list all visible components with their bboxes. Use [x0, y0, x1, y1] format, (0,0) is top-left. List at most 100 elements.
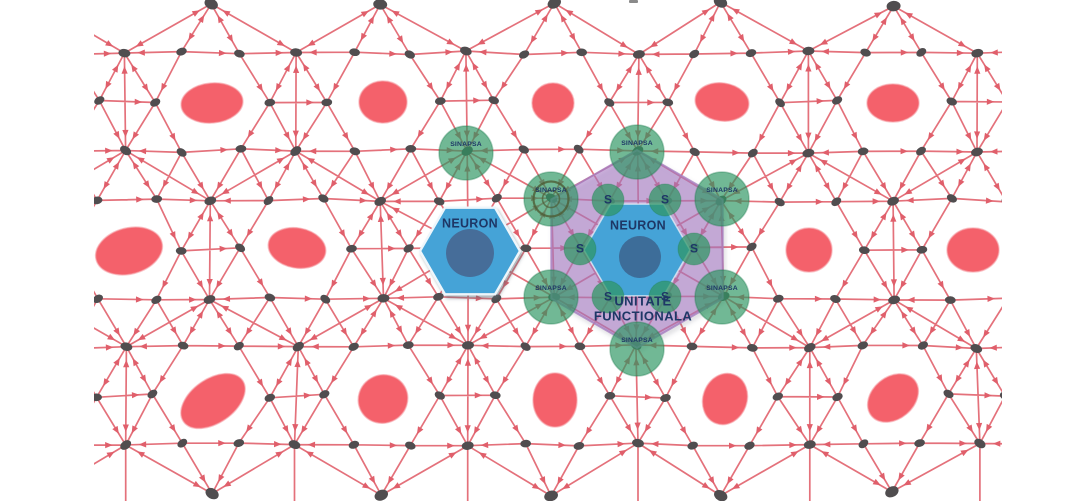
lattice-node	[405, 441, 416, 450]
lattice-node	[713, 0, 728, 8]
synapse-ring-inner	[541, 189, 561, 209]
lattice-node	[176, 47, 187, 56]
lattice-node	[1002, 294, 1014, 303]
lattice-node	[544, 490, 558, 501]
lattice-node	[944, 296, 956, 304]
lattice-node	[573, 144, 584, 154]
lattice-layer	[34, 0, 1039, 501]
lattice-node	[632, 438, 644, 448]
functional-unit-label-line2: FUNCTIONALA	[594, 308, 692, 323]
lattice-node	[745, 49, 757, 58]
lattice-node	[662, 98, 674, 107]
lattice-node	[34, 488, 50, 501]
lattice-node	[405, 145, 417, 153]
synapse-circle	[694, 171, 750, 227]
lattice-node	[63, 245, 74, 254]
synapse-label: SINAPSA	[621, 337, 653, 344]
lattice-node	[518, 50, 530, 59]
lattice-node	[321, 98, 333, 107]
synapse-label: SINAPSA	[706, 285, 738, 292]
lattice-node	[917, 341, 928, 350]
lattice-node	[916, 245, 928, 254]
lattice-node	[461, 441, 474, 450]
lattice-node	[62, 343, 75, 355]
synapse-label: SINAPSA	[450, 141, 482, 148]
lattice-node	[857, 147, 869, 156]
lattice-node	[520, 342, 531, 351]
lattice-node	[434, 97, 446, 105]
lattice-node	[573, 441, 585, 450]
lattice-node	[290, 48, 303, 57]
lattice-node	[349, 48, 360, 57]
lattice-node	[971, 48, 984, 58]
cell-ellipse	[357, 373, 409, 425]
lattice-node	[318, 194, 329, 203]
lattice-node	[547, 0, 561, 9]
lattice-node	[150, 98, 161, 107]
lattice-node	[292, 341, 304, 352]
synapse-s-label: S	[604, 290, 612, 304]
cell-ellipse	[180, 372, 246, 430]
synapse-s-circle	[591, 280, 625, 314]
lattice-node	[176, 148, 187, 157]
lattice-node	[460, 46, 472, 56]
lattice-node	[830, 294, 841, 304]
lattice-node	[264, 293, 276, 302]
lattice-node	[94, 196, 103, 205]
lattice-node	[518, 145, 529, 154]
lattice-node	[916, 48, 927, 57]
lattice-node	[151, 195, 163, 203]
lattice-node	[774, 197, 785, 207]
lattice-node	[858, 246, 870, 255]
synapse-label: SINAPSA	[535, 187, 567, 194]
lattice-node	[744, 441, 755, 450]
lattice-node	[803, 440, 816, 449]
cell-ellipse	[785, 227, 833, 273]
synapse-circle	[609, 321, 665, 377]
synapse-ring	[532, 180, 570, 218]
lattice-node	[94, 96, 105, 105]
synapse-s-circle	[677, 232, 711, 266]
lattice-node	[94, 393, 102, 402]
lattice-node	[660, 394, 671, 402]
synapse-s-circle	[563, 232, 597, 266]
synapse-circle	[694, 269, 750, 325]
lattice-node	[946, 194, 957, 203]
lattice-node	[831, 197, 842, 207]
synapse-s-label: S	[576, 242, 584, 256]
synapse-circle	[523, 171, 579, 227]
lattice-node	[946, 97, 957, 106]
lattice-node	[175, 247, 187, 255]
lattice-node	[746, 344, 758, 352]
lattice-node	[914, 439, 925, 447]
lattice-node	[970, 344, 983, 353]
lattice-node	[433, 292, 444, 301]
functional-unit-label-line1: UNITATE	[614, 293, 671, 308]
cell-ellipse	[94, 226, 164, 276]
lattice-node	[462, 341, 474, 350]
lattice-node	[520, 439, 532, 448]
lattice-node	[857, 341, 869, 350]
lattice-node	[1026, 340, 1039, 353]
lattice-node	[348, 440, 360, 449]
synapse-s-label: S	[661, 193, 669, 207]
lattice-node	[804, 342, 816, 353]
lattice-node	[687, 441, 698, 450]
lattice-node	[746, 242, 757, 252]
lattice-node	[62, 147, 74, 156]
neuron-soma-circle-right	[619, 236, 661, 278]
lattice-node	[604, 98, 615, 107]
lattice-node	[999, 391, 1002, 401]
lattice-node	[320, 294, 331, 304]
lattice-node	[888, 295, 901, 305]
cell-ellipse	[866, 83, 920, 123]
lattice-node	[234, 49, 245, 58]
lattice-node	[489, 391, 501, 400]
lattice-node	[689, 147, 700, 157]
lattice-node	[63, 440, 75, 450]
lattice-node	[120, 145, 132, 156]
cell-ellipse	[180, 82, 244, 124]
lattice-node	[177, 438, 188, 448]
lattice-node	[491, 294, 502, 304]
